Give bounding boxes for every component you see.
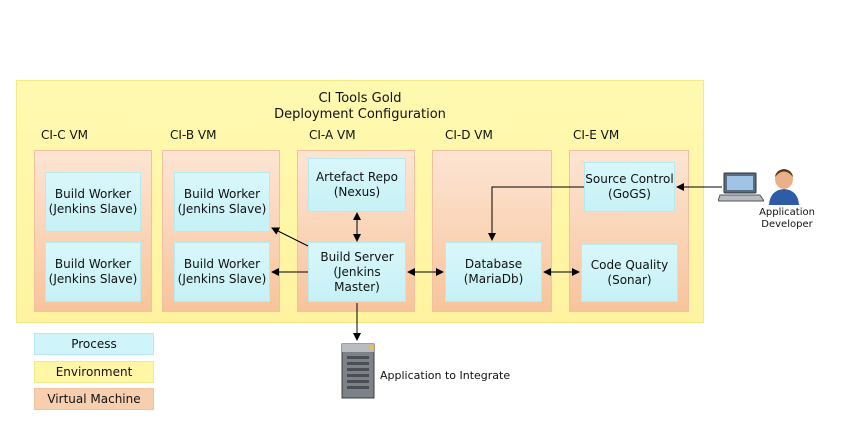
vm-label-cie: CI-E VM [573, 128, 620, 142]
user-icon [769, 169, 799, 205]
vm-label-cib: CI-B VM [170, 128, 217, 142]
process-sub: (Jenkins Master) [333, 264, 381, 294]
legend-environment: Environment [34, 361, 154, 383]
process-build-worker-cic-top: Build Worker (Jenkins Slave) [45, 172, 141, 232]
process-build-worker-cib-bottom: Build Worker (Jenkins Slave) [174, 242, 270, 302]
vm-label-cia: CI-A VM [309, 128, 356, 142]
process-artefact-repo: Artefact Repo (Nexus) [308, 158, 406, 212]
process-name: Build Server [320, 249, 394, 264]
process-sub: (Jenkins Slave) [177, 272, 267, 286]
process-sub: (Jenkins Slave) [48, 202, 138, 216]
process-build-worker-cib-top: Build Worker (Jenkins Slave) [174, 172, 270, 232]
application-to-integrate-label: Application to Integrate [380, 369, 511, 382]
laptop-icon [718, 172, 764, 202]
process-name: Build Worker [54, 187, 132, 201]
process-name: Artefact Repo [315, 170, 399, 184]
process-name: Build Worker [54, 257, 132, 271]
diagram-title-line1: CI Tools Gold [318, 91, 402, 106]
legend-process: Process [34, 333, 154, 355]
process-sub: (MariaDb) [463, 272, 524, 286]
process-sub: (Jenkins Slave) [177, 202, 267, 216]
process-build-server: Build Server (Jenkins Master) [308, 242, 406, 302]
developer-label-line1: Application [759, 207, 815, 218]
process-sub: (Sonar) [607, 273, 652, 287]
vm-label-cid: CI-D VM [445, 128, 493, 142]
process-sub: (Nexus) [333, 185, 381, 199]
process-name: Database [464, 257, 523, 271]
legend-virtual-machine: Virtual Machine [34, 388, 154, 410]
process-name: Build Worker [183, 257, 261, 271]
process-name: Code Quality [590, 258, 669, 272]
server-icon [341, 343, 375, 399]
diagram-title-line2: Deployment Configuration [274, 107, 446, 122]
process-code-quality: Code Quality (Sonar) [581, 244, 678, 302]
process-build-worker-cic-bottom: Build Worker (Jenkins Slave) [45, 242, 141, 302]
developer-label-line2: Developer [761, 219, 813, 230]
process-database: Database (MariaDb) [445, 242, 542, 302]
process-name: Build Worker [183, 187, 261, 201]
process-name: Source Control [585, 172, 674, 186]
process-sub: (Jenkins Slave) [48, 272, 138, 286]
process-sub: (GoGS) [608, 187, 651, 201]
developer-label: Application Developer [752, 207, 822, 231]
process-source-control: Source Control (GoGS) [584, 162, 675, 212]
vm-label-cic: CI-C VM [41, 128, 89, 142]
